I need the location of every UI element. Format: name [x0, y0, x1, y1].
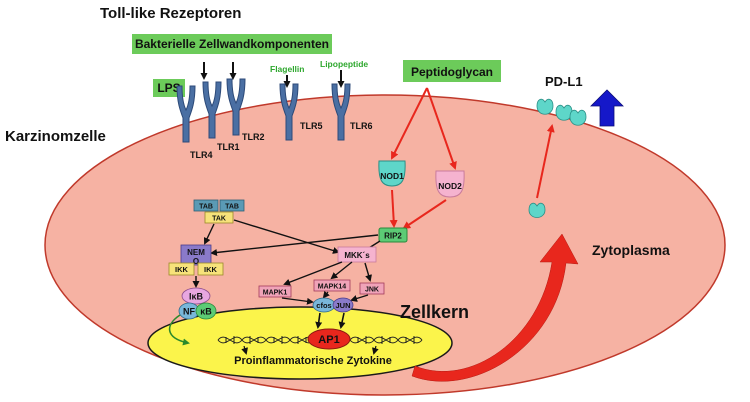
ikb-shape [181, 287, 211, 305]
mapk14-box [313, 279, 351, 292]
nemo-label: NEM [187, 248, 205, 257]
lps-label: LPS [157, 81, 180, 95]
ikk-box-2 [197, 262, 224, 276]
ikk-label-2: IKK [204, 265, 218, 274]
nod2-label: NOD2 [438, 181, 462, 191]
peptidoglycan-box [403, 60, 501, 82]
arrow-nod1-rip2 [389, 189, 398, 228]
rip2-label: RIP2 [384, 232, 402, 241]
pdl1-cytoplasm-shape [528, 202, 546, 218]
diagram-title: Toll-like Rezeptoren [100, 5, 241, 22]
mkks-label: MKK´s [344, 251, 370, 260]
bacterial-components-label: Bakterielle Zellwandkomponenten [135, 37, 329, 51]
dna-helix-icon [217, 336, 315, 344]
arrow-nod2-rip2 [402, 199, 447, 230]
arrow-mapk14-cfos [322, 290, 330, 299]
arrow-mapk1-cfos [281, 297, 314, 305]
nucleus-label: Zellkern [400, 302, 469, 322]
arrow-rip2-nemo [210, 234, 379, 256]
ikk-label-1: IKK [175, 265, 189, 274]
arrow-cytokines-right [372, 345, 379, 355]
tlr5-label: TLR5 [300, 121, 323, 131]
cell-label: Karzinomzelle [5, 128, 106, 145]
arrow-jun-ap1 [338, 312, 346, 329]
ikk-box-1 [168, 262, 195, 276]
jnk-box [359, 282, 385, 295]
curved-red-arrow [411, 233, 579, 382]
pdl1-membrane-2 [555, 104, 573, 121]
cfos-label: cfos [316, 301, 331, 310]
arrow-peptidoglycan-nod2 [426, 87, 457, 170]
ikb-label: IκB [189, 292, 204, 302]
nemo-box [180, 244, 212, 266]
arrow-pdl1-up [536, 124, 555, 199]
ap1-label: AP1 [318, 334, 339, 346]
jnk-label: JNK [365, 287, 379, 294]
arrow-tak-mkks [233, 219, 340, 254]
bacterial-components-box [132, 34, 332, 54]
tlr6-label: TLR6 [350, 121, 373, 131]
arrow-cytokines-left [241, 345, 248, 355]
tlr4-label: TLR4 [190, 150, 213, 160]
kb-shape [195, 302, 217, 320]
tlr2-label: TLR2 [242, 132, 265, 142]
pdl1-label: PD-L1 [545, 74, 583, 89]
ap1-shape [307, 328, 351, 350]
tab-box-2 [219, 199, 245, 212]
tab-label-2: TAB [225, 204, 239, 211]
arrow-mkks-jnk [364, 262, 372, 282]
nemo-label-2: O [193, 257, 199, 266]
peptidoglycan-label: Peptidoglycan [411, 65, 493, 79]
mapk1-label: MAPK1 [263, 290, 288, 297]
mkks-box [337, 246, 377, 263]
jun-label: JUN [335, 301, 350, 310]
arrow-peptidoglycan-nod1 [391, 87, 428, 160]
mapk1-box [258, 285, 292, 298]
lipopeptide-label: Lipopeptide [320, 59, 368, 69]
arrow-tak-nemo [203, 223, 215, 245]
tab-label-1: TAB [199, 204, 213, 211]
arrow-mkks-mapk1 [283, 261, 343, 286]
mapk14-label: MAPK14 [318, 284, 347, 291]
cytokines-label: Proinflammatorische Zytokine [234, 355, 392, 367]
jun-shape [332, 297, 354, 313]
cytoplasm-label: Zytoplasma [592, 242, 670, 258]
nod2-shape [435, 170, 465, 198]
arrow-cfos-ap1 [315, 312, 323, 329]
nf-label: NF [183, 307, 195, 317]
pdl1-membrane-1 [536, 98, 554, 115]
tab-box-1 [193, 199, 219, 212]
tlr1-label: TLR1 [217, 142, 240, 152]
dna-helix-icon [349, 336, 423, 344]
pdl1-membrane-3 [569, 109, 587, 126]
arrow-nfkb-nucleus [168, 314, 190, 346]
up-arrow-icon [590, 89, 624, 127]
rip2-box [378, 227, 408, 243]
tak-label: TAK [212, 216, 226, 223]
kb-label: κB [200, 307, 212, 317]
nucleus [147, 306, 453, 380]
tak-box [204, 211, 234, 224]
nod1-shape [378, 160, 406, 187]
arrow-jnk-jun [350, 294, 369, 302]
flagellin-label: Flagellin [270, 64, 304, 74]
nod1-label: NOD1 [380, 171, 404, 181]
arrow-mkks-mapk14 [330, 261, 353, 280]
